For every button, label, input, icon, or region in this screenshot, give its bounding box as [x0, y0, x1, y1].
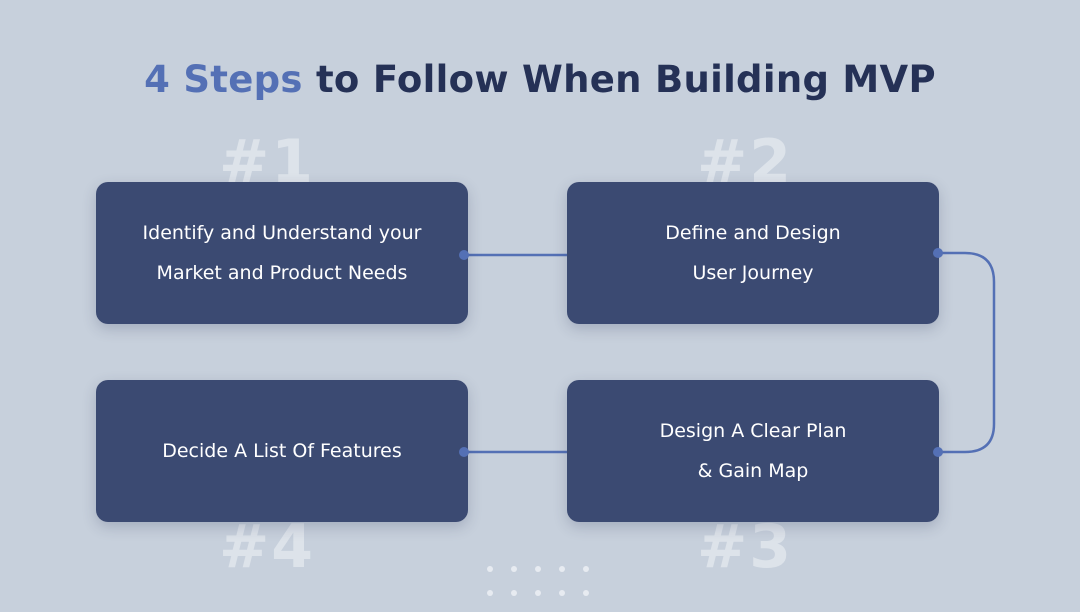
decor-dot: [487, 566, 493, 572]
decor-dot: [511, 590, 517, 596]
step-1-label: Identify and Understand your Market and …: [142, 222, 422, 284]
decor-dot: [535, 590, 541, 596]
connector-dot-3-in: [933, 447, 943, 457]
step-4-card: Decide A List Of Features: [96, 380, 468, 522]
step-4-number: #4: [218, 512, 316, 582]
diagram-title: 4 Steps to Follow When Building MVP: [0, 58, 1080, 101]
connector-2-3: [938, 251, 996, 454]
decor-dot: [559, 590, 565, 596]
title-accent: 4 Steps: [144, 58, 303, 101]
connector-dot-1-out: [459, 250, 469, 260]
connector-dot-2-out: [933, 248, 943, 258]
decor-dot: [559, 566, 565, 572]
step-1-card: Identify and Understand your Market and …: [96, 182, 468, 324]
step-2-label: Define and Design User Journey: [665, 222, 841, 284]
step-3-number: #3: [696, 512, 794, 582]
step-3-card: Design A Clear Plan & Gain Map: [567, 380, 939, 522]
step-2-card: Define and Design User Journey: [567, 182, 939, 324]
decorative-dot-grid: [487, 566, 597, 602]
decor-dot: [511, 566, 517, 572]
decor-dot: [535, 566, 541, 572]
step-3-label: Design A Clear Plan & Gain Map: [659, 420, 847, 482]
decor-dot: [583, 566, 589, 572]
connector-dot-4-in: [459, 447, 469, 457]
step-4-label: Decide A List Of Features: [162, 440, 402, 462]
decor-dot: [583, 590, 589, 596]
decor-dot: [487, 590, 493, 596]
title-rest: to Follow When Building MVP: [302, 58, 936, 101]
